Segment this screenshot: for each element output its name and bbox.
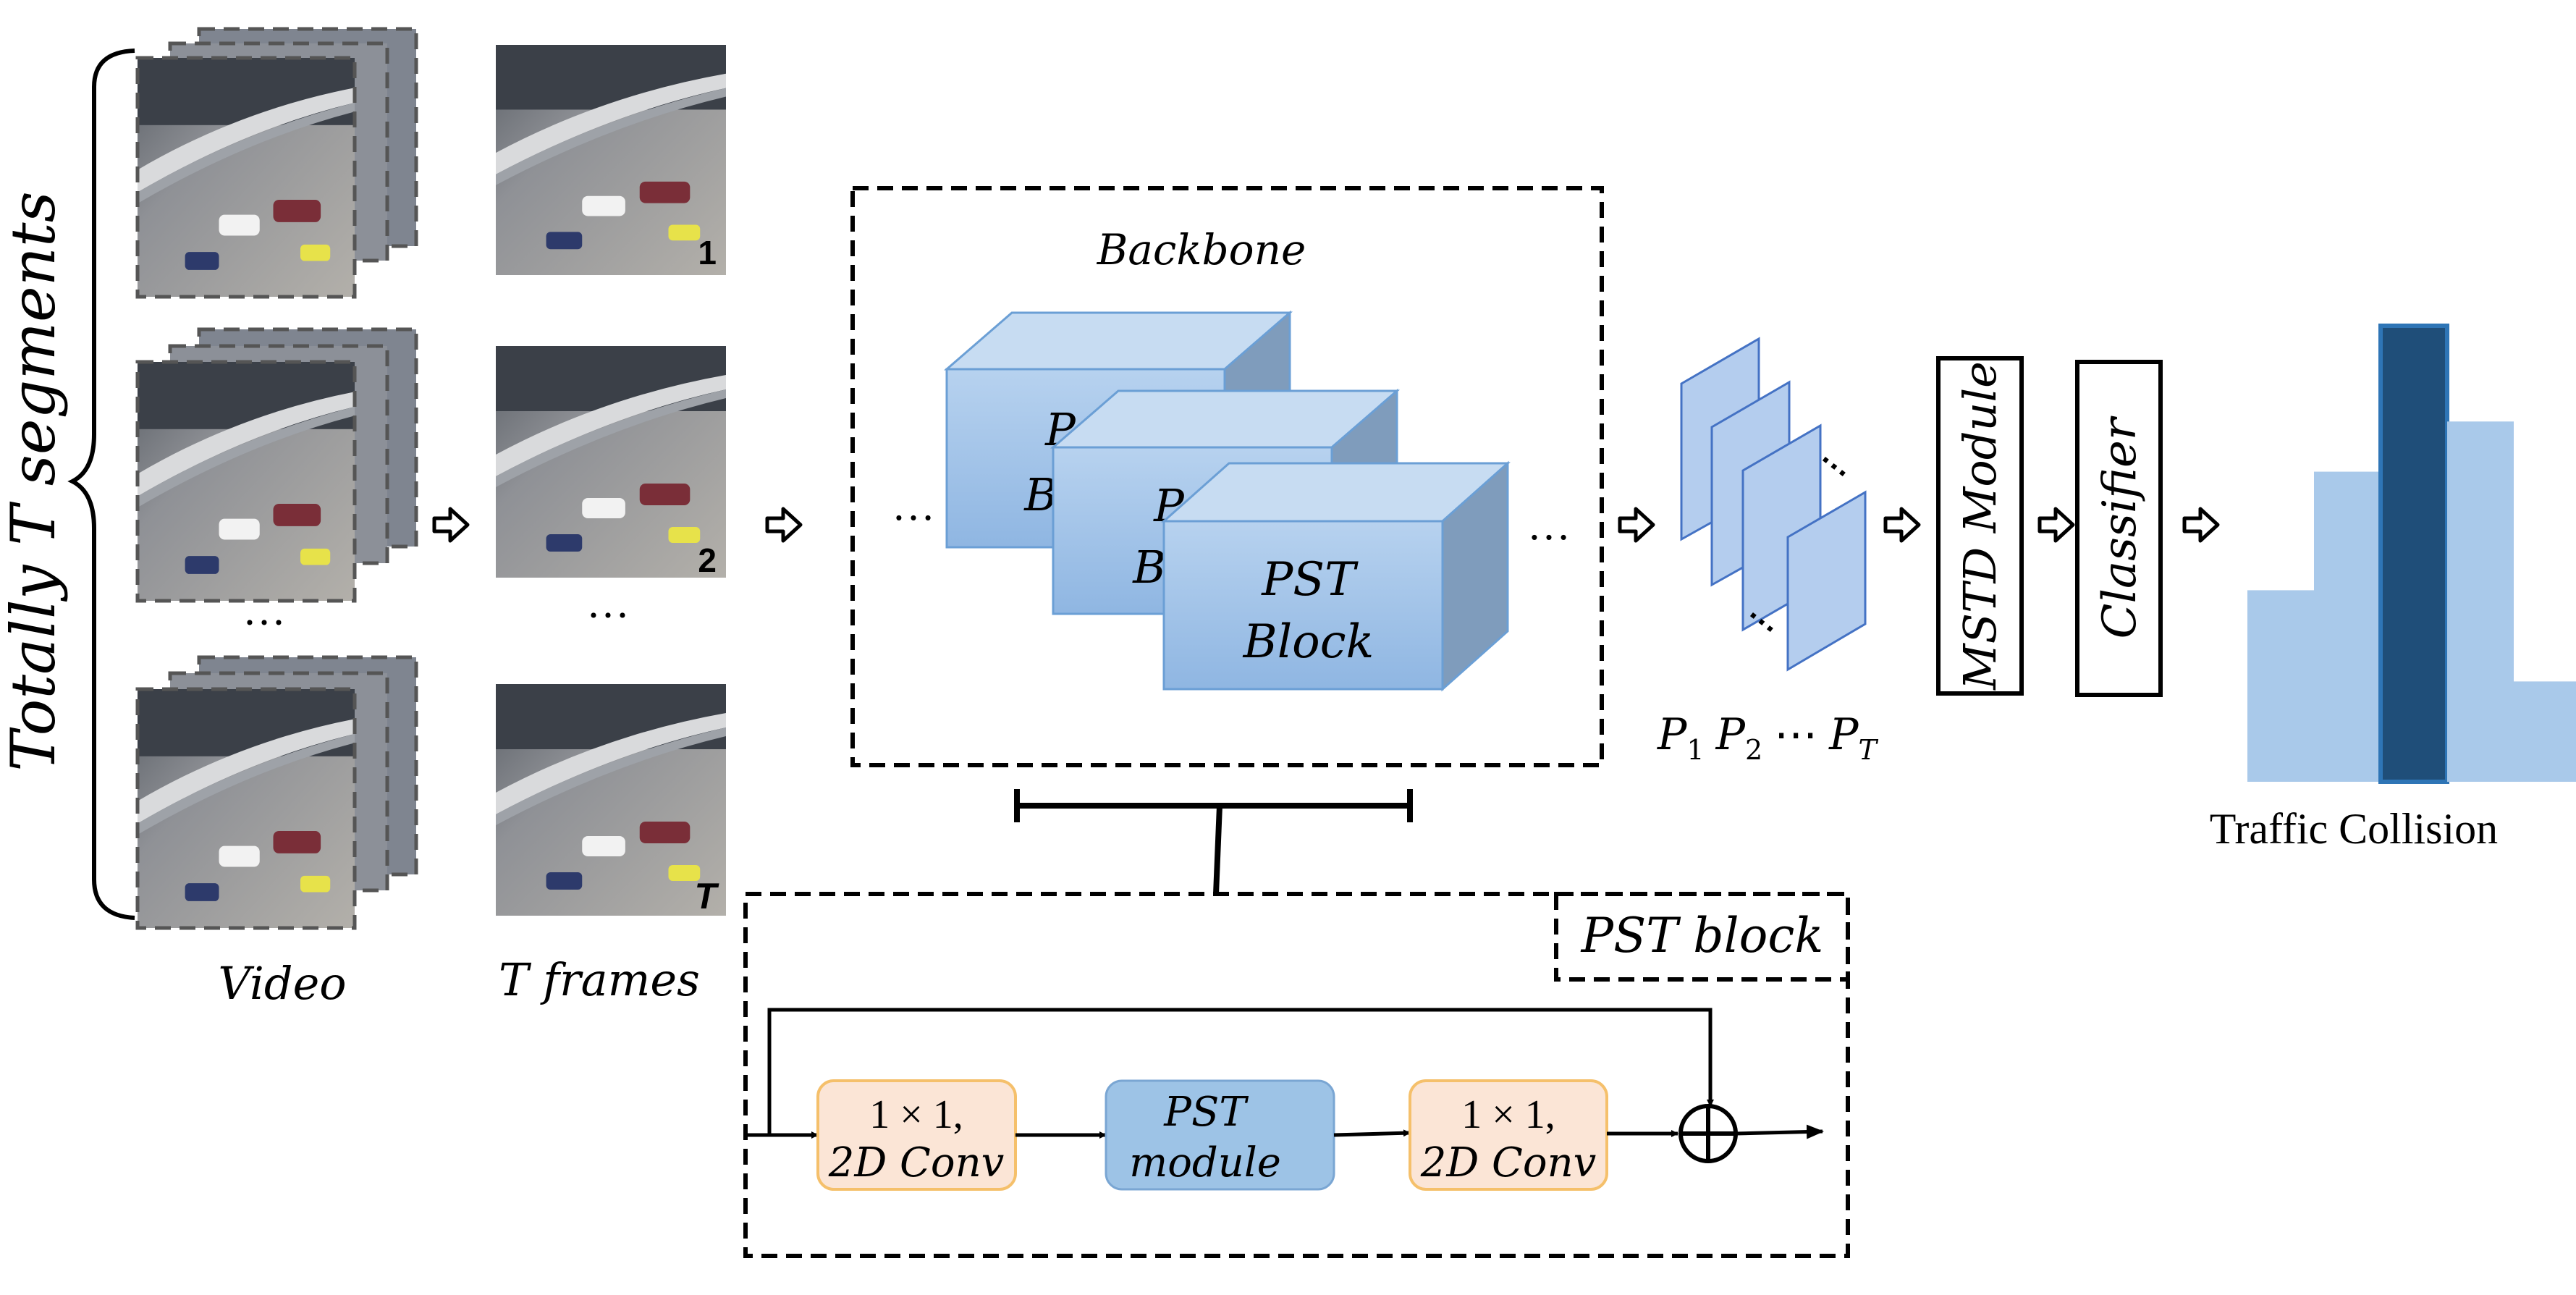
video-label: Video: [218, 957, 346, 1010]
histogram-bar: [2314, 471, 2381, 782]
conv1-node: 1 × 1, 2D Conv: [816, 1079, 1017, 1191]
conv2-line2: 2D Conv: [1420, 1139, 1597, 1186]
histogram-bar: [2447, 421, 2514, 782]
output-label: Traffic Collision: [2210, 805, 2498, 853]
frame-2: 2: [496, 346, 726, 579]
skip-connection: [767, 1008, 1714, 1136]
frame-2-badge: 2: [698, 541, 717, 579]
p2-label: P: [1715, 709, 1747, 760]
p1-sub: 1: [1686, 734, 1704, 766]
p2-sub: 2: [1745, 734, 1762, 766]
feature-planes: [1680, 337, 1867, 672]
mstd-label: MSTD Module: [1954, 361, 2006, 691]
pt-sub: T: [1859, 734, 1879, 766]
p1-label: P: [1657, 709, 1688, 760]
pst-cube-middle-line2: B: [1132, 541, 1166, 594]
video-ellipsis: ···: [242, 599, 286, 646]
mstd-box: [1936, 356, 2024, 696]
pst-cube-front-line1: PST: [1261, 553, 1359, 607]
pst-cube-front: PST Block: [1161, 460, 1511, 692]
conv1-line1: 1 × 1,: [869, 1092, 963, 1137]
arrow-mstd-to-classifier: [2040, 509, 2073, 541]
video-stack-3: [135, 655, 418, 930]
video-stack-1: [135, 27, 418, 299]
backbone-left-ellipsis: …: [892, 481, 935, 529]
output-histogram: [2247, 324, 2576, 784]
features-dots: ⋯: [1774, 709, 1817, 760]
backbone-right-ellipsis: …: [1527, 501, 1571, 549]
histogram-bar: [2514, 681, 2576, 782]
pst-module-line2: module: [1129, 1139, 1281, 1186]
segments-brace: [67, 48, 135, 920]
video-stack-2: [135, 327, 418, 603]
pst-cube-front-line2: Block: [1243, 615, 1374, 669]
pst-block-title-box: [1554, 892, 1850, 982]
pst-module-line1: PST: [1163, 1089, 1249, 1136]
arrow-video-to-frames: [434, 509, 468, 541]
histogram-bar: [2247, 590, 2314, 782]
backbone-bracket: [1014, 789, 1413, 895]
arrow-features-to-mstd: [1885, 509, 1919, 541]
pst-block-box: [743, 892, 1850, 1258]
conv2-node: 1 × 1, 2D Conv: [1409, 1079, 1608, 1191]
conv2-line1: 1 × 1,: [1461, 1092, 1555, 1137]
pst-block-title: PST block: [1581, 908, 1824, 963]
pst-module-node: PST module: [1105, 1079, 1335, 1191]
frames-label: T frames: [499, 953, 700, 1006]
frame-1: 1: [496, 45, 726, 275]
conv1-line2: 2D Conv: [828, 1139, 1005, 1186]
classifier-box: [2075, 360, 2163, 697]
pt-label: P: [1828, 709, 1859, 760]
histogram-bar-highlight: [2378, 324, 2449, 784]
frame-t-badge: T: [694, 876, 719, 916]
backbone-title: Backbone: [1097, 225, 1306, 274]
arrow-frames-to-backbone: [767, 509, 801, 541]
segments-label: Totally T segments: [0, 191, 69, 771]
frames-ellipsis: ···: [586, 591, 630, 639]
arrow-module-to-conv2: [1333, 1129, 1411, 1137]
backbone-box: [850, 186, 1604, 767]
frame-t: T: [496, 684, 726, 916]
classifier-label: Classifier: [2093, 416, 2147, 638]
output-line: [1735, 1124, 1824, 1139]
pst-cube-back-line2: B: [1023, 468, 1057, 521]
arrow-backbone-to-features: [1620, 509, 1653, 541]
sum-node: [1678, 1104, 1738, 1163]
frame-1-badge: 1: [698, 234, 717, 271]
arrow-classifier-to-output: [2184, 509, 2218, 541]
